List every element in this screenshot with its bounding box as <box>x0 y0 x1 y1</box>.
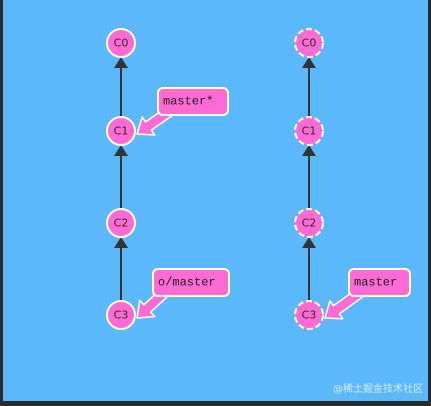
branch-tag: master <box>324 268 411 320</box>
edge-arrowhead <box>302 237 316 248</box>
commit-label: C2 <box>302 217 317 230</box>
watermark-text: @稀土掘金技术社区 <box>333 382 423 395</box>
commit-circle <box>106 116 136 146</box>
commit-node: C3 <box>106 300 136 330</box>
edge-arrowhead <box>114 237 128 248</box>
commit-node: C1 <box>106 116 136 146</box>
commit-label: C1 <box>114 125 129 138</box>
commit-node: C2 <box>294 208 324 238</box>
diagram-panel <box>3 0 428 401</box>
commit-label: C3 <box>302 309 317 322</box>
commit-node: C0 <box>294 28 324 58</box>
commit-circle <box>294 116 324 146</box>
branch-tag-box <box>157 87 229 116</box>
branch-tag-box <box>152 268 230 297</box>
branch-label: o/master <box>158 276 216 290</box>
edge-arrowhead <box>302 57 316 68</box>
commit-circle <box>106 28 136 58</box>
commit-node: C2 <box>106 208 136 238</box>
commit-node: C0 <box>106 28 136 58</box>
commit-node: C1 <box>294 116 324 146</box>
commit-circle <box>106 208 136 238</box>
edge-arrowhead <box>302 145 316 156</box>
commit-circle <box>294 300 324 330</box>
branch-label: master <box>354 276 397 290</box>
commit-circle <box>106 300 136 330</box>
branch-tag: o/master <box>136 268 230 319</box>
edge-arrowhead <box>114 145 128 156</box>
commit-label: C0 <box>114 37 129 50</box>
commit-circle <box>294 208 324 238</box>
commit-label: C0 <box>302 37 317 50</box>
commit-node: C3 <box>294 300 324 330</box>
edge-arrowhead <box>114 57 128 68</box>
branch-tag: master* <box>136 87 229 136</box>
branch-tag-box <box>348 268 411 297</box>
commit-label: C1 <box>302 125 317 138</box>
commit-circle <box>294 28 324 58</box>
commit-label: C3 <box>114 309 129 322</box>
branch-label: master* <box>163 95 213 109</box>
commit-label: C2 <box>114 217 129 230</box>
